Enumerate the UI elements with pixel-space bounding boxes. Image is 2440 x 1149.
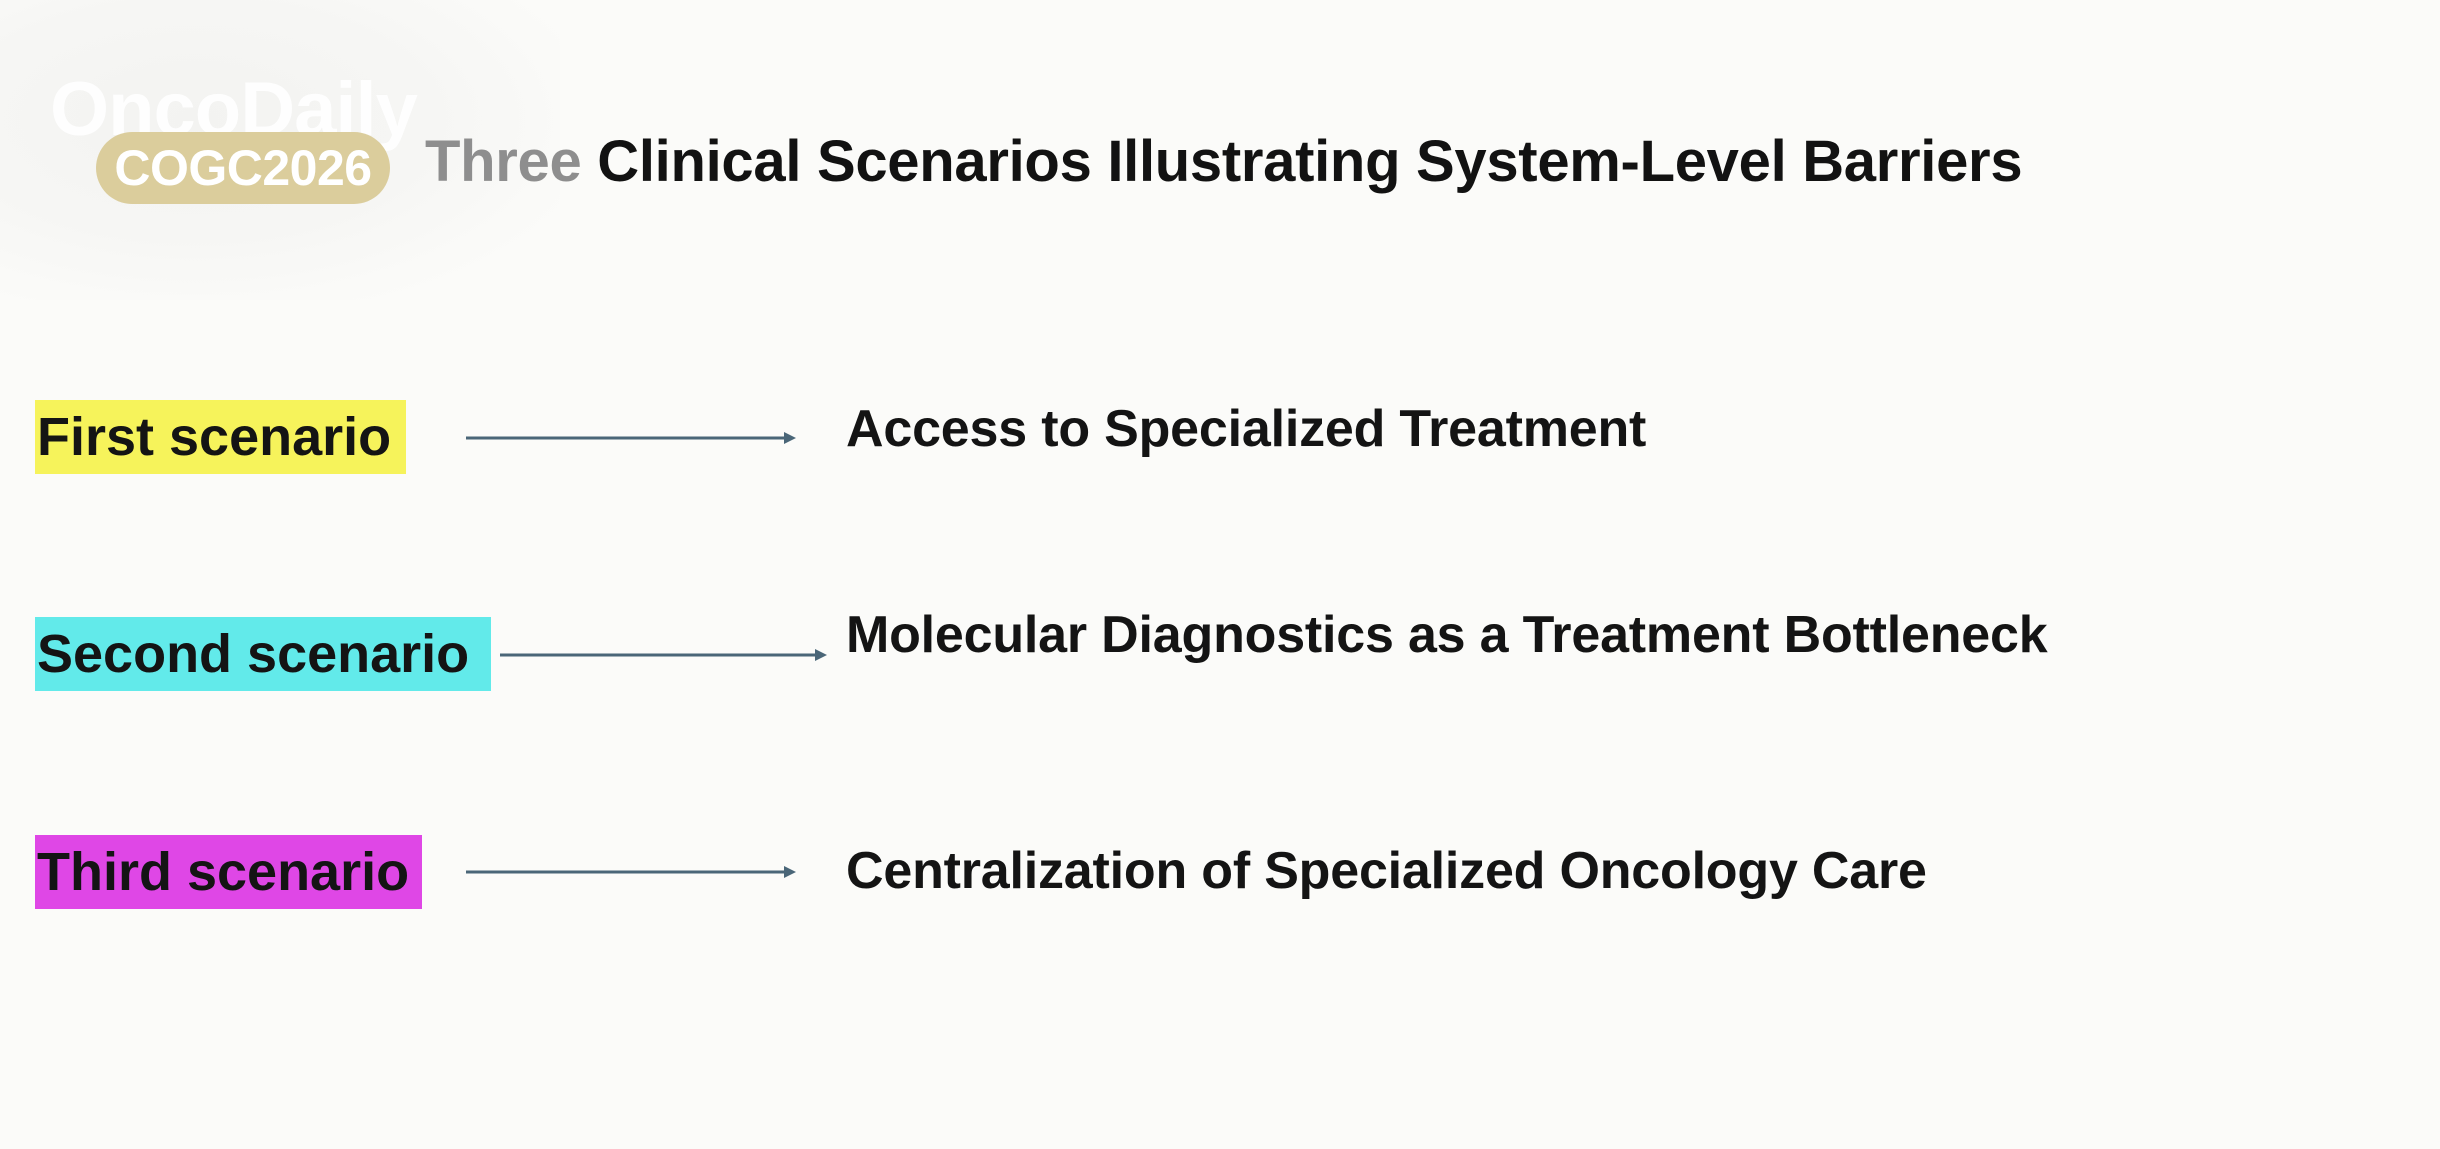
arrow-icon — [466, 862, 796, 882]
slide-title-prefix: Three — [425, 129, 582, 194]
scenario-description-third: Centralization of Specialized Oncology C… — [846, 842, 1927, 900]
scenario-description-second: Molecular Diagnostics as a Treatment Bot… — [846, 606, 2048, 664]
slide-title: Three Clinical Scenarios Illustrating Sy… — [425, 128, 2023, 195]
event-badge: COGC2026 — [96, 132, 390, 204]
scenario-label-first: First scenario — [35, 400, 406, 474]
arrow-icon — [500, 645, 827, 665]
arrow-icon — [466, 428, 796, 448]
slide-title-rest: Clinical Scenarios Illustrating System-L… — [581, 129, 2023, 194]
scenario-label-third: Third scenario — [35, 835, 422, 909]
scenario-label-second: Second scenario — [35, 617, 491, 691]
scenario-description-first: Access to Specialized Treatment — [846, 400, 1647, 458]
